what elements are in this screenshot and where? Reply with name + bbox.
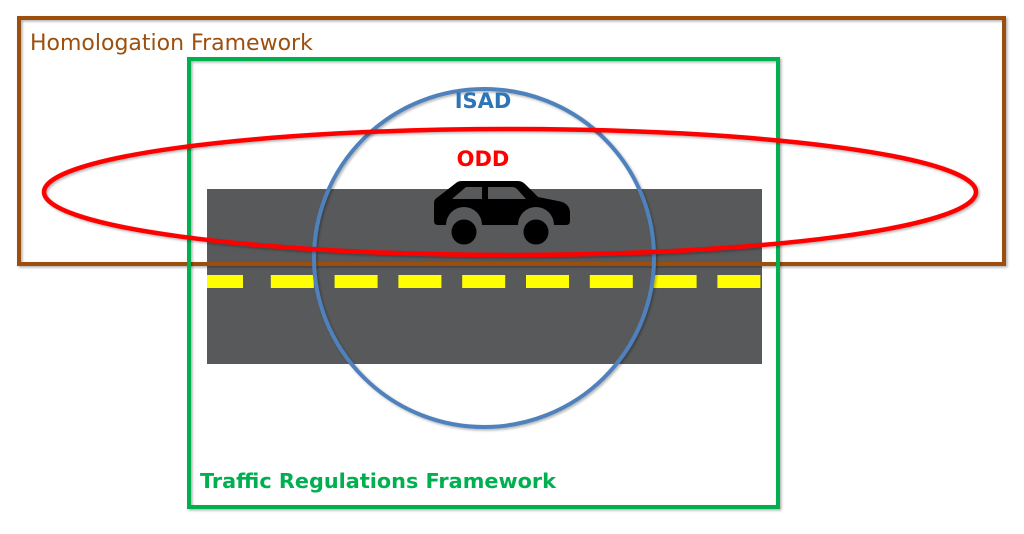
isad-circle — [312, 87, 656, 429]
lane-dash — [334, 275, 378, 288]
homologation-framework-label: Homologation Framework — [30, 31, 313, 56]
lane-dash — [589, 275, 633, 288]
odd-ellipse — [41, 126, 979, 258]
car-icon — [434, 181, 570, 248]
lane-markings — [207, 275, 761, 288]
lane-dash — [207, 275, 243, 288]
isad-label: ISAD — [455, 89, 512, 113]
lane-dash — [270, 275, 314, 288]
lane-dash — [717, 275, 761, 288]
lane-dash — [398, 275, 442, 288]
lane-dash — [526, 275, 569, 288]
lane-dash — [462, 275, 506, 288]
odd-label: ODD — [457, 147, 510, 171]
homologation-framework-box — [17, 16, 1006, 266]
lane-dash — [653, 275, 697, 288]
traffic-regulations-framework-label: Traffic Regulations Framework — [200, 469, 557, 493]
traffic-regulations-framework-box — [187, 57, 780, 509]
